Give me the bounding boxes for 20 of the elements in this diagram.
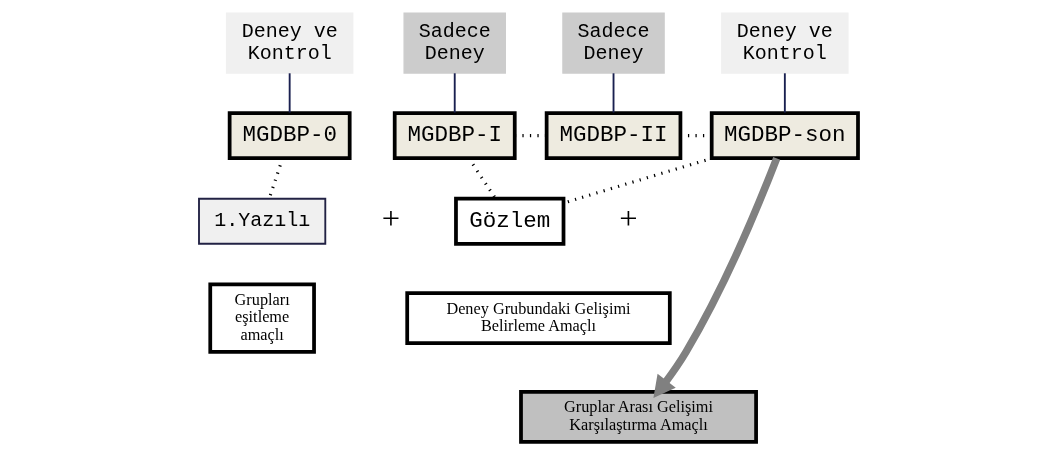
node-box: MGDBP-II (544, 111, 683, 160)
label: + (381, 200, 401, 237)
label: + (619, 200, 638, 237)
node-box: Sadece Deney (403, 12, 506, 74)
connector (612, 72, 615, 114)
node-box: MGDBP-0 (227, 111, 352, 160)
node-box: Gruplar Arası Gelişimi Karşılaştırma Amaçlı (519, 390, 758, 444)
arrow (653, 157, 781, 399)
node-box: MGDBP-I (392, 111, 517, 160)
connector (453, 72, 456, 114)
node-box: Deney ve Kontrol (225, 12, 354, 74)
node-box: Grupları eşitleme amaçlı (208, 282, 316, 354)
node-box: 1.Yazılı (198, 197, 327, 245)
node-box: Deney ve Kontrol (721, 12, 849, 74)
connector (783, 72, 786, 114)
node-box: Gözlem (454, 196, 566, 246)
connector (288, 72, 291, 114)
node-box: Sadece Deney (562, 12, 665, 74)
node-box: Deney Grubundaki Gelişimi Belirleme Amaçlı (405, 291, 672, 346)
node-box: MGDBP-son (709, 111, 860, 160)
